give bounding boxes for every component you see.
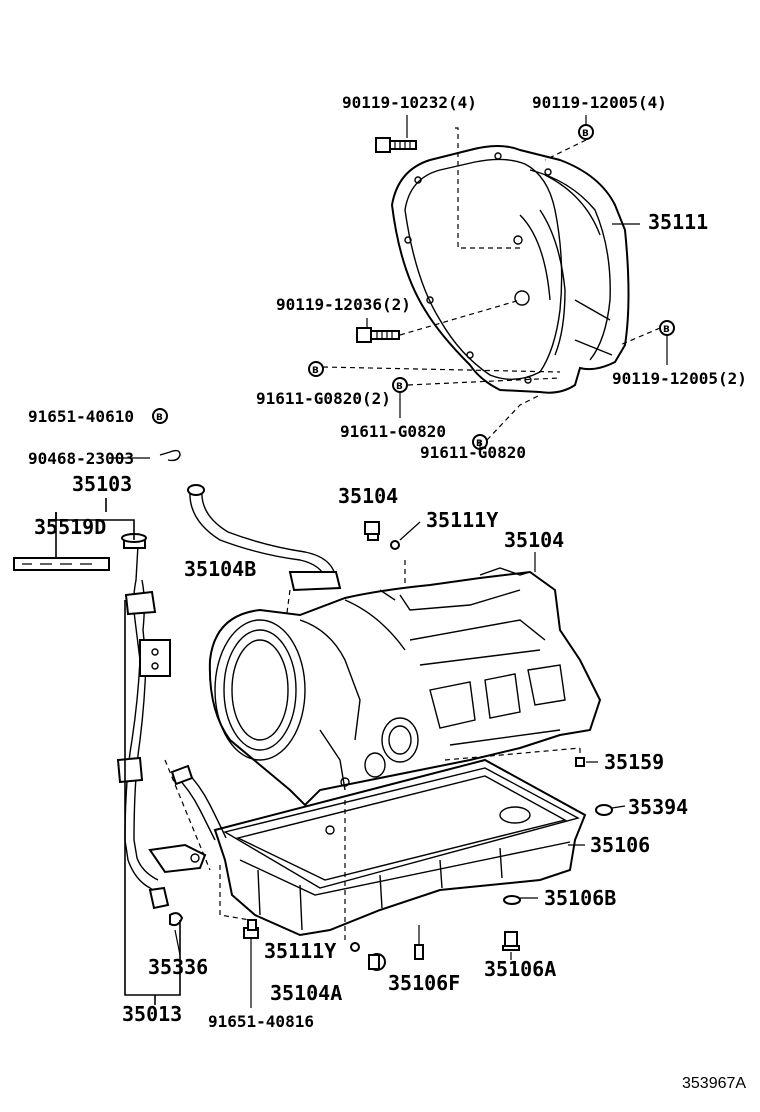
label-90119-10232: 90119-10232(4) [342,93,477,112]
label-35104a: 35104A [270,981,342,1005]
bolt-90119-10232 [375,137,417,153]
label-35104-plug: 35104 [338,484,398,508]
plug-35104 [364,521,380,541]
svg-text:B: B [396,382,403,392]
bolt-35106f [414,925,424,960]
label-35519d: 35519D [34,515,106,539]
label-35103: 35103 [72,472,132,496]
label-91651-40610: 91651-40610 [28,407,134,426]
label-35111y-bottom: 35111Y [264,939,336,963]
svg-text:B: B [582,129,589,139]
bolt-90119-12036 [356,327,400,343]
label-91611-g0820-a: 91611-G0820 [340,422,446,441]
diagram-reference: 353967A [682,1075,746,1092]
label-91611-g0820-b: 91611-G0820 [420,443,526,462]
hose-35336 [170,764,227,841]
bolt-91651-40816 [243,919,259,939]
b-marker-icon: B B B B B B [152,124,675,450]
svg-text:B: B [312,366,319,376]
svg-text:B: B [663,325,670,335]
gasket-35394 [595,804,613,816]
label-35111y-top: 35111Y [426,508,498,532]
label-90119-12005-2: 90119-12005(2) [612,369,747,388]
label-35159: 35159 [604,750,664,774]
label-91651-40816: 91651-40816 [208,1012,314,1031]
plug-35104a [368,953,386,971]
o-ring-35111y [390,540,400,550]
label-35336: 35336 [148,955,208,979]
filler-tube-35013-drawing [116,533,207,927]
label-35106: 35106 [590,833,650,857]
label-35104b: 35104B [184,557,256,581]
label-35106b: 35106B [544,886,616,910]
label-35013: 35013 [122,1002,182,1026]
drain-plug-35106a [502,931,520,951]
label-35111: 35111 [648,210,708,234]
label-35106a: 35106A [484,957,556,981]
label-90119-12036: 90119-12036(2) [276,295,411,314]
magnet-35106b [503,895,521,905]
bell-housing-drawing [390,145,630,394]
o-ring-35111y-bottom [350,942,360,952]
label-35106f: 35106F [388,971,460,995]
label-90468-23003: 90468-23003 [28,449,134,468]
hose-35104b-drawing [187,484,342,592]
label-91611-g0820-2: 91611-G0820(2) [256,389,391,408]
dipstick-35519d-drawing [13,557,110,571]
label-90119-12005-4: 90119-12005(4) [532,93,667,112]
clamp-90468-23003 [159,449,181,462]
label-35394: 35394 [628,795,688,819]
transmission-case-drawing [208,567,602,807]
svg-text:B: B [156,413,163,423]
plug-35159 [575,757,585,767]
label-35104-case: 35104 [504,528,564,552]
oil-pan-drawing [213,758,587,937]
